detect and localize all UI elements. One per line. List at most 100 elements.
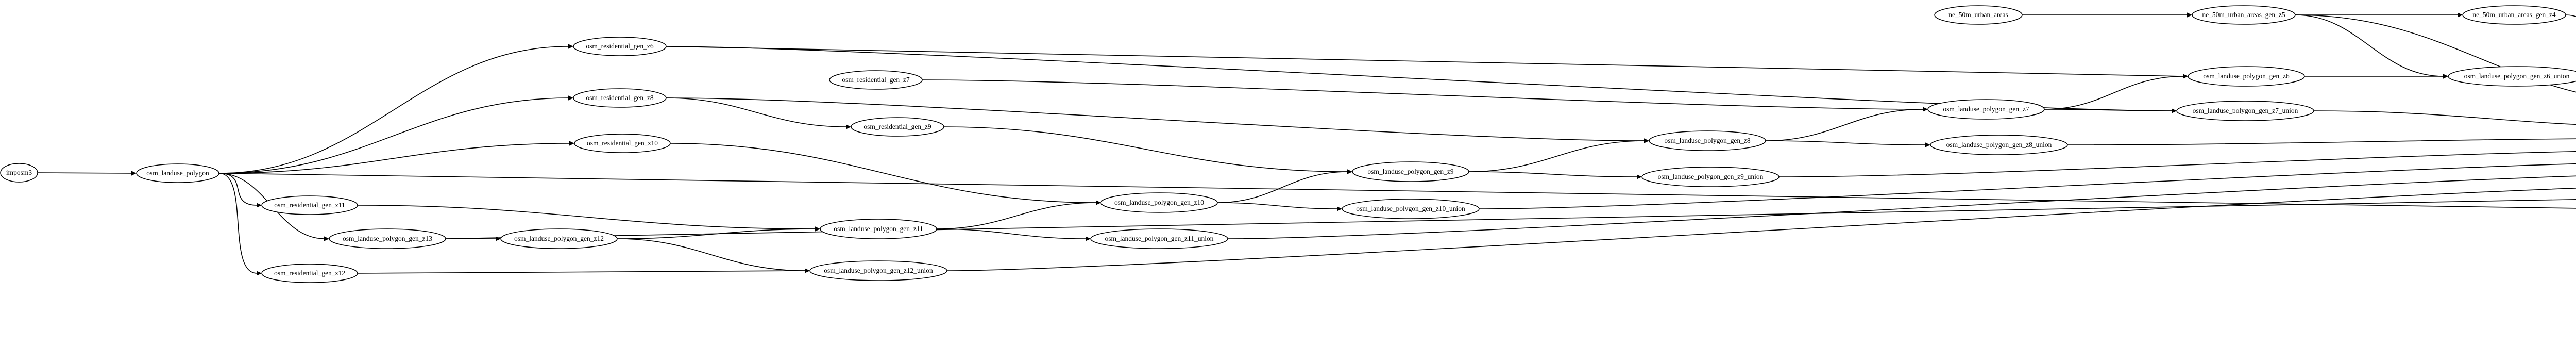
node-ellipse[interactable] [2188, 66, 2305, 87]
edge-arrowhead [2187, 12, 2192, 18]
graph-node-osm_landuse_polygon_gen_z8[interactable]: osm_landuse_polygon_gen_z8 [1649, 130, 1766, 151]
graph-node-osm_residential_gen_z10[interactable]: osm_residential_gen_z10 [574, 134, 671, 153]
edge-arrowhead [805, 268, 810, 273]
graph-edge [1468, 171, 1638, 177]
node-label: osm_landuse_polygon_gen_z10_union [1356, 205, 1465, 212]
edge-arrowhead [1086, 236, 1091, 241]
graph-node-osm_landuse_polygon_gen_z7[interactable]: osm_landuse_polygon_gen_z7 [1927, 99, 2045, 120]
node-ellipse[interactable] [2176, 101, 2314, 121]
graph-edge [2067, 138, 2576, 145]
node-ellipse[interactable] [1927, 99, 2045, 120]
node-ellipse[interactable] [1342, 199, 1480, 219]
graph-edge [218, 46, 569, 174]
graph-edge [218, 97, 569, 174]
graph-node-osm_landuse_polygon_gen_z10[interactable]: osm_landuse_polygon_gen_z10 [1100, 192, 1218, 213]
node-label: imposm3 [6, 169, 32, 176]
graph-node-osm_landuse_polygon_gen_z7_union[interactable]: osm_landuse_polygon_gen_z7_union [2176, 101, 2314, 121]
graph-node-ne_50m_urban_areas_gen_z4[interactable]: ne_50m_urban_areas_gen_z4 [2462, 5, 2566, 25]
graph-node-osm_landuse_polygon_gen_z6[interactable]: osm_landuse_polygon_gen_z6 [2188, 66, 2305, 87]
node-ellipse[interactable] [1641, 167, 1780, 187]
node-layer: imposm3 osm_landuse_polygon osm_residentia… [0, 5, 2576, 283]
edge-arrowhead [846, 124, 851, 129]
node-ellipse[interactable] [261, 195, 358, 215]
graph-node-osm_landuse_polygon_gen_z9_union[interactable]: osm_landuse_polygon_gen_z9_union [1641, 167, 1780, 187]
node-label: osm_landuse_polygon_gen_z11 [834, 225, 923, 233]
graph-node-osm_residential_gen_z7[interactable]: osm_residential_gen_z7 [829, 70, 923, 90]
node-ellipse[interactable] [0, 163, 38, 183]
graph-edge [617, 228, 816, 239]
graph-edge [936, 228, 1087, 239]
graph-node-ne_50m_urban_areas_gen_z5[interactable]: ne_50m_urban_areas_gen_z5 [2192, 5, 2296, 25]
graph-node-osm_landuse_polygon_gen_z12[interactable]: osm_landuse_polygon_gen_z12 [500, 228, 618, 249]
node-ellipse[interactable] [809, 260, 947, 281]
edge-arrowhead [2443, 74, 2448, 79]
node-ellipse[interactable] [574, 134, 671, 153]
graph-edge [1217, 202, 1338, 209]
node-ellipse[interactable] [851, 117, 944, 137]
node-label: osm_landuse_polygon_gen_z10 [1114, 199, 1204, 206]
edge-arrowhead [324, 236, 329, 241]
graph-node-osm_residential_gen_z8[interactable]: osm_residential_gen_z8 [573, 88, 667, 108]
edge-arrowhead [1923, 107, 1928, 112]
graph-node-osm_landuse_polygon_gen_z9[interactable]: osm_landuse_polygon_gen_z9 [1352, 161, 1469, 182]
graph-node-osm_landuse_polygon_gen_z11_union[interactable]: osm_landuse_polygon_gen_z11_union [1090, 228, 1228, 249]
graph-edge [1765, 109, 1924, 141]
node-label: osm_landuse_polygon_gen_z8 [1664, 137, 1750, 144]
node-ellipse[interactable] [1352, 161, 1469, 182]
node-ellipse[interactable] [1934, 5, 2023, 25]
graph-edge [1227, 175, 2576, 239]
graph-node-osm_landuse_polygon_gen_z6_union[interactable]: osm_landuse_polygon_gen_z6_union [2448, 66, 2576, 87]
node-label: osm_residential_gen_z8 [586, 94, 653, 102]
node-ellipse[interactable] [829, 70, 923, 90]
node-ellipse[interactable] [136, 163, 219, 183]
node-label: osm_residential_gen_z6 [586, 42, 653, 50]
node-ellipse[interactable] [573, 37, 667, 56]
node-ellipse[interactable] [2462, 5, 2566, 25]
graph-node-ne_50m_urban_areas[interactable]: ne_50m_urban_areas [1934, 5, 2023, 25]
node-ellipse[interactable] [1649, 130, 1766, 151]
graph-edge [357, 270, 806, 274]
node-label: osm_landuse_polygon_gen_z9 [1367, 168, 1453, 175]
node-ellipse[interactable] [820, 219, 937, 239]
graph-edge [617, 238, 806, 271]
edge-arrowhead [1347, 169, 1352, 174]
graph-node-osm_residential_gen_z12[interactable]: osm_residential_gen_z12 [261, 264, 358, 283]
graph-edge [666, 97, 1645, 141]
graph-node-imposm3[interactable]: imposm3 [0, 163, 38, 183]
node-ellipse[interactable] [1100, 192, 1218, 213]
graph-node-osm_landuse_polygon_gen_z8_union[interactable]: osm_landuse_polygon_gen_z8_union [1930, 135, 2068, 155]
node-label: osm_landuse_polygon_gen_z9_union [1658, 173, 1764, 180]
graph-node-osm_landuse_polygon_gen_z12_union[interactable]: osm_landuse_polygon_gen_z12_union [809, 260, 947, 281]
graph-node-osm_landuse_polygon_gen_z13[interactable]: osm_landuse_polygon_gen_z13 [329, 228, 446, 249]
edge-arrowhead [568, 44, 573, 49]
node-label: ne_50m_urban_areas_gen_z4 [2472, 11, 2555, 19]
edge-arrowhead [815, 226, 820, 232]
node-ellipse[interactable] [500, 228, 618, 249]
graph-edge [946, 188, 2576, 271]
node-ellipse[interactable] [1930, 135, 2068, 155]
edge-arrowhead [1644, 138, 1649, 143]
graph-node-osm_landuse_polygon_gen_z10_union[interactable]: osm_landuse_polygon_gen_z10_union [1342, 199, 1480, 219]
graph-node-osm_landuse_polygon_gen_z11[interactable]: osm_landuse_polygon_gen_z11 [820, 219, 937, 239]
graph-node-osm_residential_gen_z9[interactable]: osm_residential_gen_z9 [851, 117, 944, 137]
node-ellipse[interactable] [573, 88, 667, 108]
graph-node-osm_landuse_polygon[interactable]: osm_landuse_polygon [136, 163, 219, 183]
graph-node-osm_residential_gen_z6[interactable]: osm_residential_gen_z6 [573, 37, 667, 56]
node-label: ne_50m_urban_areas_gen_z5 [2202, 11, 2285, 19]
edge-arrowhead [1925, 142, 1930, 147]
node-ellipse[interactable] [2448, 66, 2576, 87]
graph-node-osm_residential_gen_z11[interactable]: osm_residential_gen_z11 [261, 195, 358, 215]
graph-edge [357, 205, 816, 229]
edge-arrowhead [257, 271, 262, 276]
edge-arrowhead [1337, 206, 1342, 211]
edge-arrowhead [1096, 200, 1101, 205]
node-label: osm_landuse_polygon_gen_z6 [2203, 72, 2289, 80]
node-ellipse[interactable] [329, 228, 446, 249]
node-ellipse[interactable] [2192, 5, 2296, 25]
node-label: osm_landuse_polygon [146, 169, 209, 177]
node-ellipse[interactable] [1090, 228, 1228, 249]
graph-edge [670, 143, 1097, 203]
node-label: osm_landuse_polygon_gen_z6_union [2464, 72, 2570, 80]
node-ellipse[interactable] [261, 264, 358, 283]
